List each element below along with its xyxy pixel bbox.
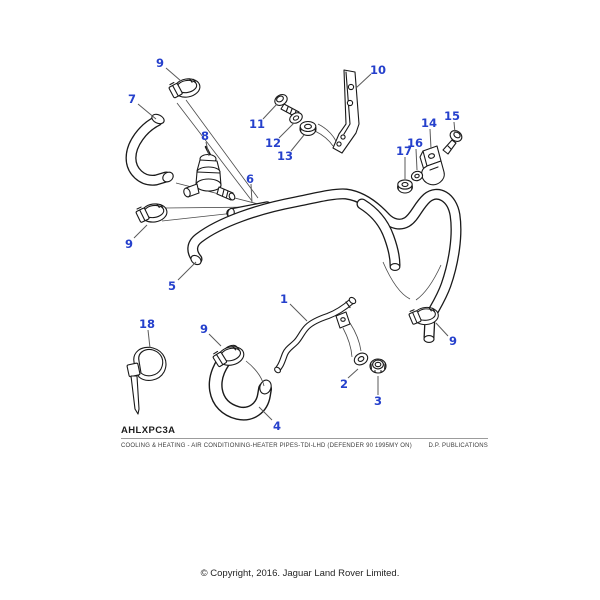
callout-9-hose-clamp-bottom: 9 xyxy=(200,322,208,336)
leader-line-sealing-washer xyxy=(347,368,359,379)
leader-line-pipe-clip xyxy=(429,128,432,150)
part-heater-hose-4 xyxy=(208,344,272,421)
callout-8-control-valve: 8 xyxy=(201,129,209,143)
callout-16-washer: 16 xyxy=(407,136,423,150)
part-washer-16 xyxy=(410,170,424,182)
leader-line-washer xyxy=(278,122,295,139)
part-pipe-clip-14 xyxy=(419,145,445,186)
leader-line-heater-hose xyxy=(258,406,273,421)
leader-line-hose-clamp-mid-left xyxy=(133,224,148,239)
part-washer-12 xyxy=(289,112,303,124)
part-heater-pipe-1 xyxy=(274,296,357,374)
part-mounting-bracket-10 xyxy=(332,69,360,154)
leader-line-hose-clamp-bottom xyxy=(208,333,222,347)
callout-6-pipe-stub: 6 xyxy=(246,172,254,186)
part-cable-tie-18 xyxy=(126,346,167,415)
callout-9-hose-clamp-right: 9 xyxy=(449,334,457,348)
leader-line-cable-tie xyxy=(147,329,151,349)
part-curved-hose-7 xyxy=(125,113,174,186)
callout-18-cable-tie: 18 xyxy=(139,317,155,331)
part-sealing-washer-2 xyxy=(353,352,369,366)
caption-text: COOLING & HEATING - AIR CONDITIONING-HEA… xyxy=(121,443,412,449)
callout-11-bolt: 11 xyxy=(249,117,265,131)
caption-divider xyxy=(121,438,488,439)
leader-line-bolt xyxy=(262,103,278,120)
part-grommet-3 xyxy=(369,358,387,374)
leader-line-bolt xyxy=(453,121,456,134)
callout-5-formed-hose: 5 xyxy=(168,279,176,293)
leader-line-heater-pipe xyxy=(289,303,308,322)
caption-row: COOLING & HEATING - AIR CONDITIONING-HEA… xyxy=(121,443,488,449)
part-hose-clamp-9-top-left xyxy=(166,76,202,101)
part-formed-hose-5 xyxy=(187,188,462,343)
leader-line-pipe-stub xyxy=(250,183,253,204)
callout-2-sealing-washer: 2 xyxy=(340,377,348,391)
callout-4-heater-hose: 4 xyxy=(273,419,281,433)
callout-13-nut: 13 xyxy=(277,149,293,163)
callout-1-heater-pipe: 1 xyxy=(280,292,288,306)
callout-14-pipe-clip: 14 xyxy=(421,116,437,130)
callout-10-mounting-bracket: 10 xyxy=(370,63,386,77)
leader-line-washer xyxy=(415,148,418,171)
part-nut-13 xyxy=(299,120,317,136)
part-bolt-15 xyxy=(442,130,463,155)
callout-9-hose-clamp-top-left: 9 xyxy=(156,56,164,70)
leader-line-formed-hose xyxy=(177,261,197,281)
branch-hose xyxy=(356,198,401,271)
publisher-text: D.P. PUBLICATIONS xyxy=(428,443,488,449)
callout-9-hose-clamp-mid-left: 9 xyxy=(125,237,133,251)
leader-line-nut xyxy=(290,134,305,152)
callout-15-bolt: 15 xyxy=(444,109,460,123)
drawing-code: AHLXPC3A xyxy=(121,425,176,436)
part-nut-17 xyxy=(397,179,413,194)
callout-12-washer: 12 xyxy=(265,136,281,150)
leader-line-curved-hose xyxy=(137,103,157,120)
callout-3-grommet: 3 xyxy=(374,394,382,408)
leader-line-mounting-bracket xyxy=(355,73,372,89)
leader-line-control-valve xyxy=(205,141,210,157)
leader-line-hose-clamp-right xyxy=(435,322,449,337)
leader-line-hose-clamp-top-left xyxy=(165,67,182,82)
callout-7-curved-hose: 7 xyxy=(128,92,136,106)
callout-17-nut: 17 xyxy=(396,144,412,158)
copyright-text: © Copyright, 2016. Jaguar Land Rover Lim… xyxy=(200,568,400,579)
